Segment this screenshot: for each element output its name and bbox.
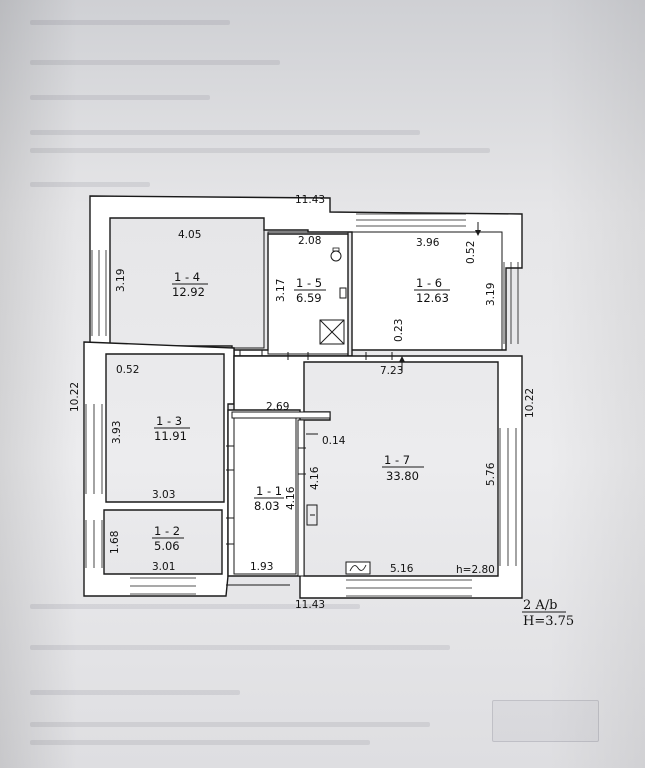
room-1-3-id: 1 - 3 [156,414,182,428]
room-1-7-bottom-dim: 5.16 [390,563,414,575]
room-1-7-top-dim: 7.23 [380,365,403,377]
room-1-1-area: 8.03 [254,499,280,513]
room-1-3-area: 11.91 [154,429,187,443]
window-bottom-room-1-2 [130,577,196,595]
room-1-2-height: 1.68 [109,531,121,554]
room-1-3-height: 3.93 [111,421,123,444]
room-1-6-offset-top: 0.52 [465,241,477,264]
room-1-6-id: 1 - 6 [416,276,442,290]
room-1-4-width: 4.05 [178,229,201,241]
shower-fixture-icon [319,319,345,345]
room-1-1-id: 1 - 1 [256,484,282,498]
corridor-wall [297,419,305,577]
window-left-room-1-2 [85,520,103,568]
window-bottom-room-1-7 [346,579,472,597]
window-left-room-1-3 [85,404,103,494]
room-1-3-width: 3.03 [152,489,175,501]
dim-right-overall: 10.22 [524,388,536,418]
background-text-line [30,20,230,25]
window-left-room-1-4 [91,250,107,336]
building-height-label: H=3.75 [523,614,574,629]
stove-fixture-icon [306,504,318,526]
partition-wall [231,411,331,419]
room-1-5-area: 6.59 [296,291,322,305]
room-1-7-right-height: 5.76 [485,462,497,486]
dim-top-overall: 11.43 [295,194,325,206]
room-1-3-outline [105,353,225,503]
room-1-5-id: 1 - 5 [296,276,322,290]
floor-label: 2 A/b [523,598,558,613]
background-stamp-box [492,700,599,742]
room-1-6-offset-bottom: 0.23 [393,319,405,342]
room-1-1-height: 4.16 [285,486,297,510]
background-text-line [30,645,450,650]
room-1-2-id: 1 - 2 [154,524,180,538]
room-1-1-bottom-dim: 1.93 [250,561,273,573]
room-1-4-height: 3.19 [115,269,127,292]
window-right-room-1-7 [499,428,517,566]
dim-left-overall: 10.22 [69,382,81,412]
room-1-7-area: 33.80 [386,469,419,483]
sink-fixture-icon [339,287,347,299]
background-text-line [30,130,420,135]
background-text-line [30,182,150,187]
background-text-line [30,148,490,153]
dim-bottom-overall: 11.43 [295,599,325,611]
door-openings [226,350,393,545]
room-1-6-width: 3.96 [416,237,440,249]
room-1-2-outline [103,509,223,575]
background-text-line [30,690,240,695]
room-1-4-id: 1 - 4 [174,270,200,284]
room-1-6-area: 12.63 [416,291,449,305]
background-text-line [30,722,430,727]
ceiling-height-label: h=2.80 [456,564,495,576]
toilet-fixture-icon [330,247,342,262]
dimension-arrows [306,222,481,435]
room-1-2-area: 5.06 [154,539,180,553]
room-1-4-area: 12.92 [172,285,205,299]
room-1-7-offset: 0.14 [322,435,346,447]
room-1-1-width: 2.69 [266,401,289,413]
room-1-5-width: 2.08 [298,235,321,247]
room-1-6-outline [351,231,503,351]
background-text-line [30,60,280,65]
radiator-fixture-icon [345,561,371,575]
room-1-7-left-height: 4.16 [309,466,321,490]
room-1-5-height: 3.17 [275,279,287,302]
background-text-line [30,604,360,609]
window-top-room-1-6 [356,213,466,227]
room-1-2-width: 3.01 [152,561,175,573]
background-text-line [30,740,370,745]
room-1-7-id: 1 - 7 [384,453,410,467]
background-text-line [30,95,210,100]
window-right-room-1-6 [503,262,519,344]
room-1-6-height: 3.19 [485,283,497,306]
room-1-3-offset: 0.52 [116,364,139,376]
